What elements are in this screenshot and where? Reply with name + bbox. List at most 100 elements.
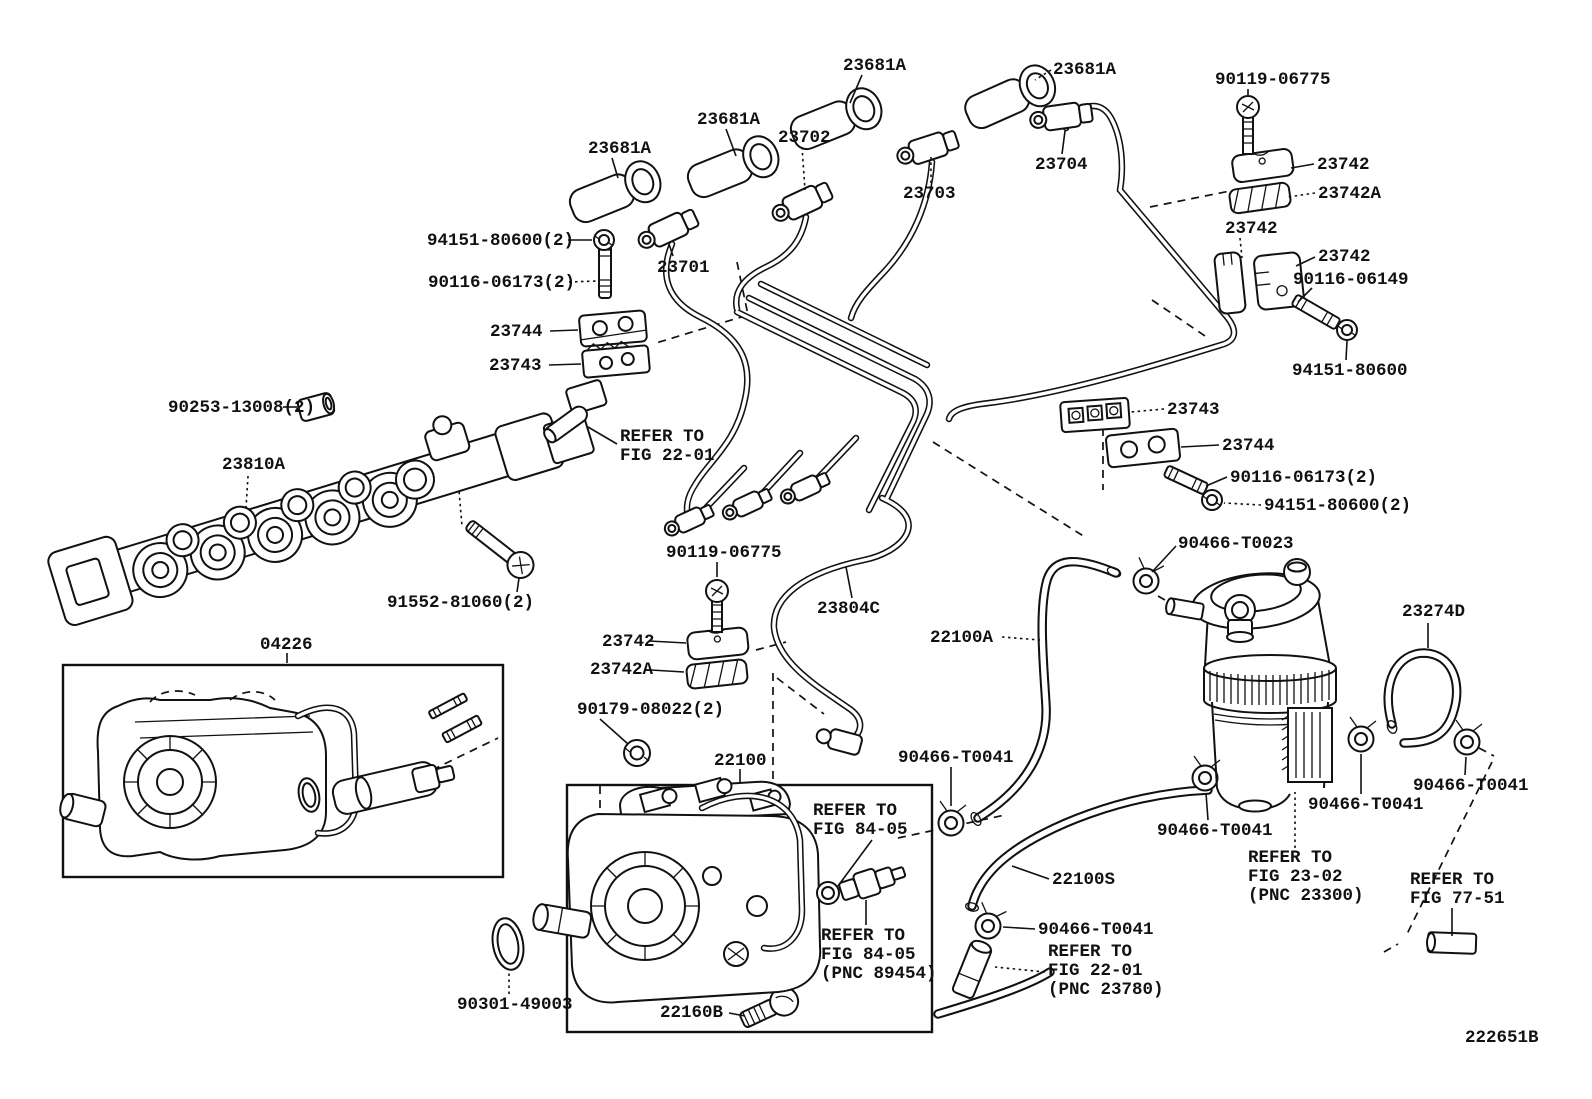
washer-84-05 (816, 881, 840, 905)
bolt-90119-06775-top (1236, 95, 1260, 155)
fuel-hoses (933, 557, 1462, 1019)
pipe-unions (637, 101, 1094, 756)
part-label-23681a-1: 23681A (697, 110, 761, 130)
part-label-90119-06775-27: 90119-06775 (666, 543, 782, 563)
part-label-22100-34: 22100 (714, 751, 767, 771)
leader-lines (283, 74, 1467, 1017)
injector-nozzle-4 (964, 64, 1057, 130)
part-label-90466-t0041-35: 90466-T0041 (898, 748, 1014, 768)
part-label-94151-80600-2--14: 94151-80600(2) (427, 231, 575, 251)
bolt-91552-81060 (465, 520, 535, 580)
part-label-23744-16: 23744 (490, 322, 543, 342)
part-label-23681a-0: 23681A (588, 139, 652, 159)
oring-04226 (297, 777, 321, 813)
clamp-23744-right (1105, 427, 1181, 469)
part-label-23681a-3: 23681A (843, 56, 907, 76)
figure-code: 222651B (1465, 1028, 1539, 1048)
ref-note-line: REFER TO (821, 926, 906, 946)
refer-fig-22-01-tube (543, 405, 588, 444)
part-label-90116-06173-2--15: 90116-06173(2) (428, 273, 576, 293)
ref-note-line: REFER TO (1048, 942, 1133, 962)
part-label-23742-30: 23742 (602, 632, 655, 652)
hose-clamps (937, 557, 1483, 940)
part-label-23681a-5: 23681A (1053, 60, 1117, 80)
fuel-filter-drawing (1165, 558, 1337, 813)
pump-04226-assembly (59, 663, 505, 879)
injection-pipes (662, 102, 1238, 745)
oring-90301-49003 (491, 917, 525, 971)
nut-90179-08022 (623, 739, 651, 767)
tube-pnc-23780 (951, 939, 993, 999)
valve-04226 (331, 761, 456, 815)
hose-clamp-90466-t0041-b (974, 901, 1007, 940)
injector-nozzle-1 (568, 160, 662, 224)
part-label-23742a-31: 23742A (590, 660, 654, 680)
part-label-23744-23: 23744 (1222, 436, 1275, 456)
union-23703 (896, 130, 960, 165)
pipe-tip-1 (663, 504, 715, 537)
ref-note-line: (PNC 23300) (1248, 886, 1364, 906)
part-label-23703-4: 23703 (903, 184, 956, 204)
bolt-90119-06775-mid (705, 579, 729, 633)
stud-04226-b (441, 714, 483, 744)
part-label-90466-t0023-26: 90466-T0023 (1178, 534, 1294, 554)
injector-nozzles (568, 64, 1057, 224)
part-label-23743-17: 23743 (489, 356, 542, 376)
injector-nozzle-2 (686, 135, 780, 199)
clamp-23742-mid-right (1253, 251, 1305, 311)
hose-clamp-90466-t0023 (1132, 557, 1165, 595)
ref-note-line: REFER TO (620, 427, 705, 447)
stud-90116-06173-right (1163, 465, 1209, 495)
part-label-22100a-29: 22100A (930, 628, 994, 648)
part-label-23274d-43: 23274D (1402, 602, 1466, 622)
reference-tubes (951, 931, 1478, 999)
union-23702 (771, 181, 834, 222)
sensor-84-05 (838, 866, 907, 901)
ref-note-line: REFER TO (1410, 870, 1495, 890)
bolt-22160b (739, 986, 800, 1028)
nut-94151-80600-right (1201, 489, 1223, 511)
hose-clamp-90466-t0041-a (937, 800, 967, 837)
ref-note-line: FIG 23-02 (1248, 867, 1343, 887)
hose-clamp-90466-t0041-d (1347, 716, 1377, 753)
pipe-tip-2 (721, 488, 773, 521)
ref-note-line: REFER TO (1248, 848, 1333, 868)
clamp-23742-top (1231, 148, 1295, 184)
part-label-23704-6: 23704 (1035, 155, 1088, 175)
part-label-94151-80600-2--25: 94151-80600(2) (1264, 496, 1412, 516)
ref-note-line: (PNC 89454) (821, 964, 937, 984)
pipe-tip-3 (779, 472, 831, 505)
ref-note-line: FIG 84-05 (821, 945, 916, 965)
clamp-23744-left (578, 309, 648, 348)
ref-note-line: FIG 77-51 (1410, 889, 1505, 909)
clamp-23743-right (1059, 396, 1131, 434)
part-label-90466-t0041-40: 90466-T0041 (1157, 821, 1273, 841)
pump-22100-assembly (532, 776, 934, 1034)
part-label-23742-11: 23742 (1318, 247, 1371, 267)
part-label-90116-06173-2--24: 90116-06173(2) (1230, 468, 1378, 488)
leader-lines-dotted (245, 69, 1316, 994)
union-23701 (637, 208, 700, 249)
union-23704 (1029, 101, 1094, 132)
part-label-90301-49003-36: 90301-49003 (457, 995, 573, 1015)
sleeve-90253-13008 (296, 392, 336, 422)
part-label-90179-08022-2--32: 90179-08022(2) (577, 700, 725, 720)
clamp-23742a-top (1228, 181, 1292, 215)
part-label-23742a-9: 23742A (1318, 184, 1382, 204)
hose-clamp-90466-t0041-c (1191, 755, 1221, 792)
part-label-91552-81060-2--21: 91552-81060(2) (387, 593, 535, 613)
part-label-90466-t0041-42: 90466-T0041 (1413, 776, 1529, 796)
common-rail-drawing (47, 379, 608, 627)
part-label-23742-8: 23742 (1317, 155, 1370, 175)
ref-note-line: (PNC 23780) (1048, 980, 1164, 1000)
part-label-22160b-37: 22160B (660, 1003, 724, 1023)
ref-note-line: FIG 22-01 (1048, 961, 1143, 981)
part-label-90119-06775-7: 90119-06775 (1215, 70, 1331, 90)
part-label-04226-33: 04226 (260, 635, 313, 655)
part-label-23702-2: 23702 (778, 128, 831, 148)
